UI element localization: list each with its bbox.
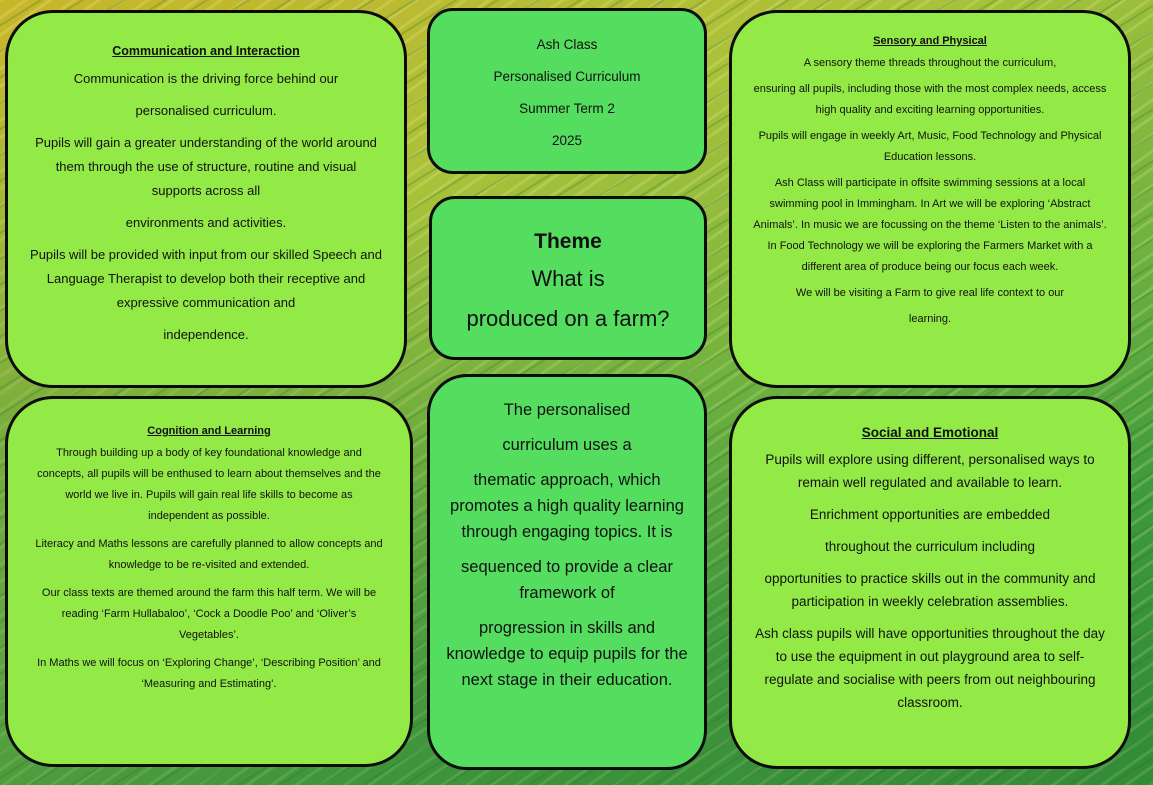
- thematic-approach-panel: The personalised curriculum uses a thema…: [427, 374, 707, 770]
- social-text-2: Enrichment opportunities are embedded: [809, 507, 1051, 522]
- cognition-text-4: In Maths we will focus on ‘Exploring Cha…: [37, 657, 381, 690]
- communication-text-6: independence.: [163, 327, 249, 342]
- sensory-heading: Sensory and Physical: [873, 35, 987, 47]
- communication-text-4: environments and activities.: [125, 215, 287, 230]
- sensory-text-6: learning.: [908, 313, 952, 325]
- communication-text-2: personalised curriculum.: [135, 103, 277, 118]
- social-text-4: opportunities to practice skills out in …: [764, 571, 1096, 609]
- approach-text-1: The personalised: [503, 401, 631, 419]
- sensory-text-2: ensuring all pupils, including those wit…: [753, 83, 1107, 116]
- social-text-1: Pupils will explore using different, per…: [765, 452, 1095, 490]
- social-text-5: Ash class pupils will have opportunities…: [755, 626, 1105, 710]
- sensory-text-1: A sensory theme threads throughout the c…: [803, 57, 1057, 69]
- theme-panel: Theme What is produced on a farm?: [429, 196, 707, 360]
- approach-text-5: progression in skills and knowledge to e…: [446, 619, 688, 689]
- cognition-text-2: Literacy and Maths lessons are carefully…: [35, 538, 383, 571]
- communication-text-5: Pupils will be provided with input from …: [30, 247, 382, 310]
- class-name: Ash Class: [536, 37, 598, 52]
- curriculum-title: Personalised Curriculum: [493, 69, 641, 84]
- cognition-text-3: Our class texts are themed around the fa…: [41, 587, 377, 641]
- approach-text-3: thematic approach, which promotes a high…: [450, 471, 684, 541]
- theme-label: Theme: [534, 230, 602, 253]
- theme-question-line-2: produced on a farm?: [466, 306, 670, 331]
- cognition-learning-panel: Cognition and Learning Through building …: [5, 396, 413, 767]
- approach-text-4: sequenced to provide a clear framework o…: [461, 558, 673, 602]
- communication-text-3: Pupils will gain a greater understanding…: [35, 135, 377, 198]
- communication-heading: Communication and Interaction: [112, 44, 300, 58]
- sensory-physical-panel: Sensory and Physical A sensory theme thr…: [729, 10, 1131, 388]
- social-heading: Social and Emotional: [861, 425, 999, 440]
- approach-text-2: curriculum uses a: [502, 436, 632, 454]
- social-text-3: throughout the curriculum including: [824, 539, 1036, 554]
- cognition-text-1: Through building up a body of key founda…: [37, 447, 381, 522]
- communication-text-1: Communication is the driving force behin…: [73, 71, 339, 86]
- communication-interaction-panel: Communication and Interaction Communicat…: [5, 10, 407, 388]
- theme-question-line-1: What is: [531, 266, 605, 291]
- sensory-text-5: We will be visiting a Farm to give real …: [795, 287, 1065, 299]
- cognition-heading: Cognition and Learning: [147, 425, 271, 437]
- sensory-text-4: Ash Class will participate in offsite sw…: [753, 177, 1107, 273]
- term-label: Summer Term 2: [519, 101, 615, 116]
- sensory-text-3: Pupils will engage in weekly Art, Music,…: [758, 130, 1102, 163]
- year-label: 2025: [551, 133, 583, 148]
- social-emotional-panel: Social and Emotional Pupils will explore…: [729, 396, 1131, 769]
- class-title-panel: Ash Class Personalised Curriculum Summer…: [427, 8, 707, 174]
